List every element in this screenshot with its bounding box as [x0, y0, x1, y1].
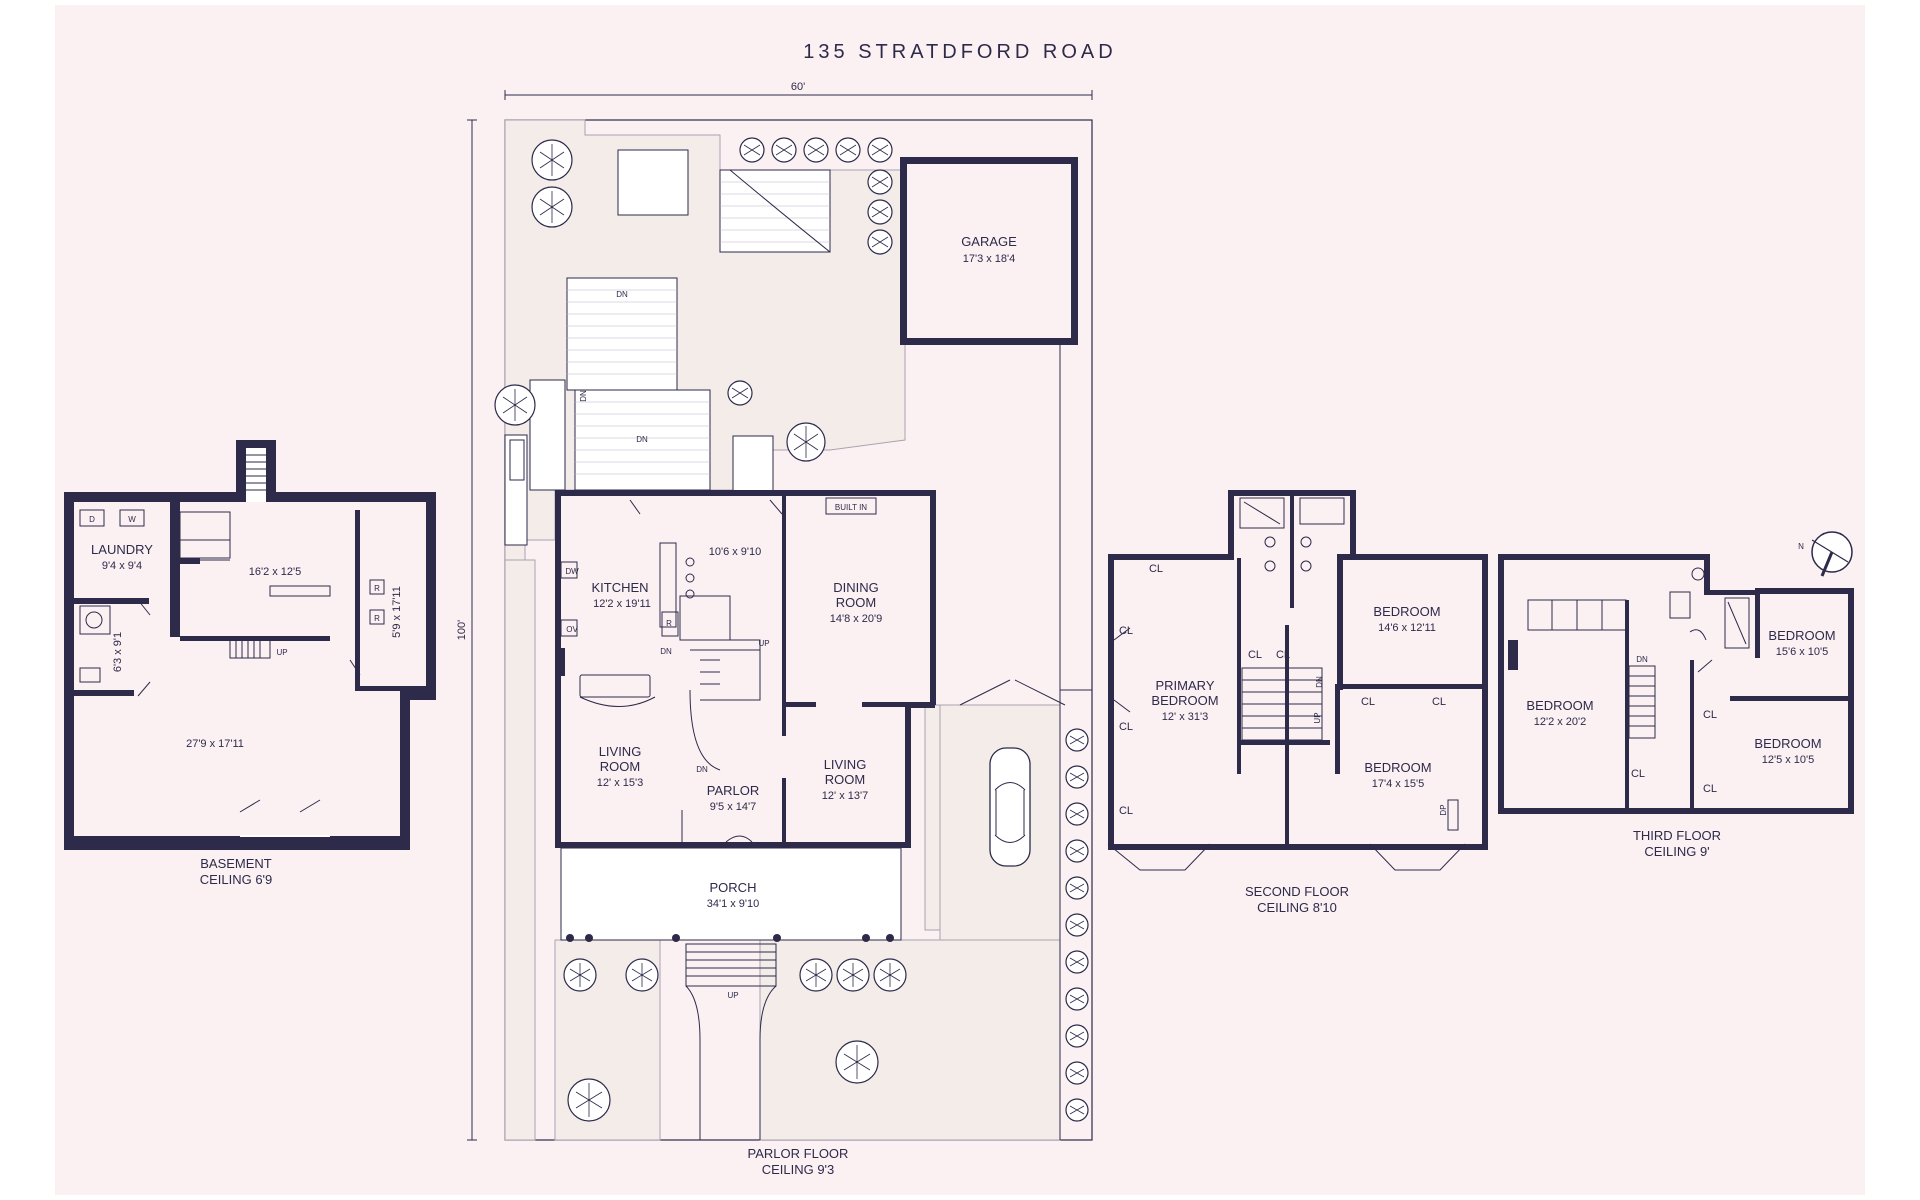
basement-dryer-label: D	[89, 515, 95, 524]
second-dp-label: DP	[1439, 804, 1448, 815]
third-floor-name: THIRD FLOOR	[1633, 828, 1721, 843]
second-bedroom-a-dim: 14'6 x 12'11	[1378, 622, 1436, 634]
deck-dn-label-2: DN	[579, 390, 588, 402]
primary-bedroom-name-line2: BEDROOM	[1151, 693, 1218, 708]
garage-dim: 17'3 x 18'4	[963, 253, 1016, 265]
basement-room-a-dim: 16'2 x 12'5	[249, 566, 302, 578]
porch-stair-up-label: UP	[727, 991, 738, 1000]
third-closet-2: CL	[1703, 709, 1717, 721]
deck-dn-label-1: DN	[616, 290, 628, 299]
lot-width-dimension: 60'	[504, 81, 1093, 100]
dishwasher-label: DW	[565, 567, 579, 576]
built-in-label: BUILT IN	[835, 503, 867, 512]
third-floor-ceiling: CEILING 9'	[1644, 844, 1709, 859]
living-room-b-dim: 12' x 13'7	[822, 790, 868, 802]
parlor-room-dim: 9'5 x 14'7	[710, 801, 756, 813]
lot-depth-dimension: 100'	[456, 119, 477, 1141]
garage-name: GARAGE	[961, 234, 1017, 249]
second-closet-7: CL	[1361, 696, 1375, 708]
deck-dn-label-3: DN	[636, 435, 648, 444]
second-closet-3: CL	[1119, 721, 1133, 733]
tree-icons	[494, 137, 1089, 1122]
third-bedroom-c-name: BEDROOM	[1754, 736, 1821, 751]
second-stair-dn-label: DN	[1315, 676, 1324, 688]
car-icon	[989, 747, 1031, 867]
basement-fridge-2-label: R	[374, 614, 380, 623]
dining-room-name-line2: ROOM	[836, 595, 876, 610]
lot-depth-label: 100'	[456, 620, 468, 640]
basement-floor-name: BASEMENT	[200, 856, 272, 871]
second-bedroom-b-name: BEDROOM	[1364, 760, 1431, 775]
basement-room-b-dim: 5'9 x 17'11	[391, 586, 403, 638]
second-floor-name: SECOND FLOOR	[1245, 884, 1349, 899]
compass-icon: N	[1798, 531, 1853, 577]
second-closet-1: CL	[1149, 563, 1163, 575]
pantry-dim: 10'6 x 9'10	[709, 546, 762, 558]
primary-bedroom-dim: 12' x 31'3	[1162, 711, 1208, 723]
third-bedroom-a-dim: 12'2 x 20'2	[1534, 716, 1587, 728]
basement-fridge-1-label: R	[374, 584, 380, 593]
basement-ceiling: CEILING 6'9	[200, 872, 273, 887]
third-stair-dn-label: DN	[1636, 655, 1648, 664]
kitchen-dim: 12'2 x 19'11	[593, 598, 651, 610]
third-closet-1: CL	[1631, 768, 1645, 780]
parlor-room-name: PARLOR	[707, 783, 760, 798]
stair-dn-label-2: DN	[660, 647, 672, 656]
third-bedroom-c-dim: 12'5 x 10'5	[1762, 754, 1815, 766]
basement-washer-label: W	[128, 515, 136, 524]
second-closet-5: CL	[1248, 649, 1262, 661]
second-closet-6: CL	[1276, 649, 1290, 661]
third-bedroom-a-name: BEDROOM	[1526, 698, 1593, 713]
living-room-b-name-line2: ROOM	[825, 772, 865, 787]
living-room-a-name-line1: LIVING	[599, 744, 642, 759]
third-bedroom-b-name: BEDROOM	[1768, 628, 1835, 643]
second-bedroom-b-dim: 17'4 x 15'5	[1372, 778, 1425, 790]
second-bedroom-a-name: BEDROOM	[1373, 604, 1440, 619]
primary-bedroom-name-line1: PRIMARY	[1156, 678, 1215, 693]
kitchen-name: KITCHEN	[591, 580, 648, 595]
living-room-a-name-line2: ROOM	[600, 759, 640, 774]
porch-name: PORCH	[710, 880, 757, 895]
second-stair-up-label: UP	[1313, 712, 1322, 723]
dining-room-name-line1: DINING	[833, 580, 879, 595]
third-bedroom-b-dim: 15'6 x 10'5	[1776, 646, 1829, 658]
oven-label: OV	[566, 625, 578, 634]
stair-dn-label: DN	[696, 765, 708, 774]
compass-north-label: N	[1798, 542, 1804, 551]
fridge-label: R	[666, 619, 672, 628]
second-closet-2: CL	[1119, 625, 1133, 637]
parlor-floor-name: PARLOR FLOOR	[748, 1146, 849, 1161]
basement-room-c-dim: 6'3 x 9'1	[112, 632, 124, 672]
basement-laundry-name: LAUNDRY	[91, 542, 153, 557]
parlor-floor-plan: DN DN DN GARAGE 17'3 x 18'4	[504, 119, 1093, 1177]
second-floor-ceiling: CEILING 8'10	[1257, 900, 1337, 915]
parlor-floor-ceiling: CEILING 9'3	[762, 1162, 835, 1177]
lot-width-label: 60'	[791, 81, 805, 93]
porch-dim: 34'1 x 9'10	[707, 898, 760, 910]
living-room-b-name-line1: LIVING	[824, 757, 867, 772]
basement-stair-up-label: UP	[276, 648, 287, 657]
third-closet-3: CL	[1703, 783, 1717, 795]
basement-main-dim: 27'9 x 17'11	[186, 738, 244, 750]
living-room-a-dim: 12' x 15'3	[597, 777, 643, 789]
second-floor-plan: UP DN DP CL CL CL CL CL CL CL CL PRIMARY…	[1107, 490, 1488, 915]
dining-room-dim: 14'8 x 20'9	[830, 613, 883, 625]
third-floor-plan: DN CL CL CL BEDROOM 12'2 x 20'2 BEDROOM …	[1498, 554, 1854, 859]
second-closet-8: CL	[1432, 696, 1446, 708]
basement-plan: D W R R UP LAUNDRY 9'4 x 9'4 16'2 x 12'5…	[64, 440, 436, 887]
stair-up-label: UP	[758, 639, 769, 648]
plan-title: 135 STRATDFORD ROAD	[803, 41, 1116, 63]
basement-laundry-dim: 9'4 x 9'4	[102, 560, 142, 572]
second-closet-4: CL	[1119, 805, 1133, 817]
